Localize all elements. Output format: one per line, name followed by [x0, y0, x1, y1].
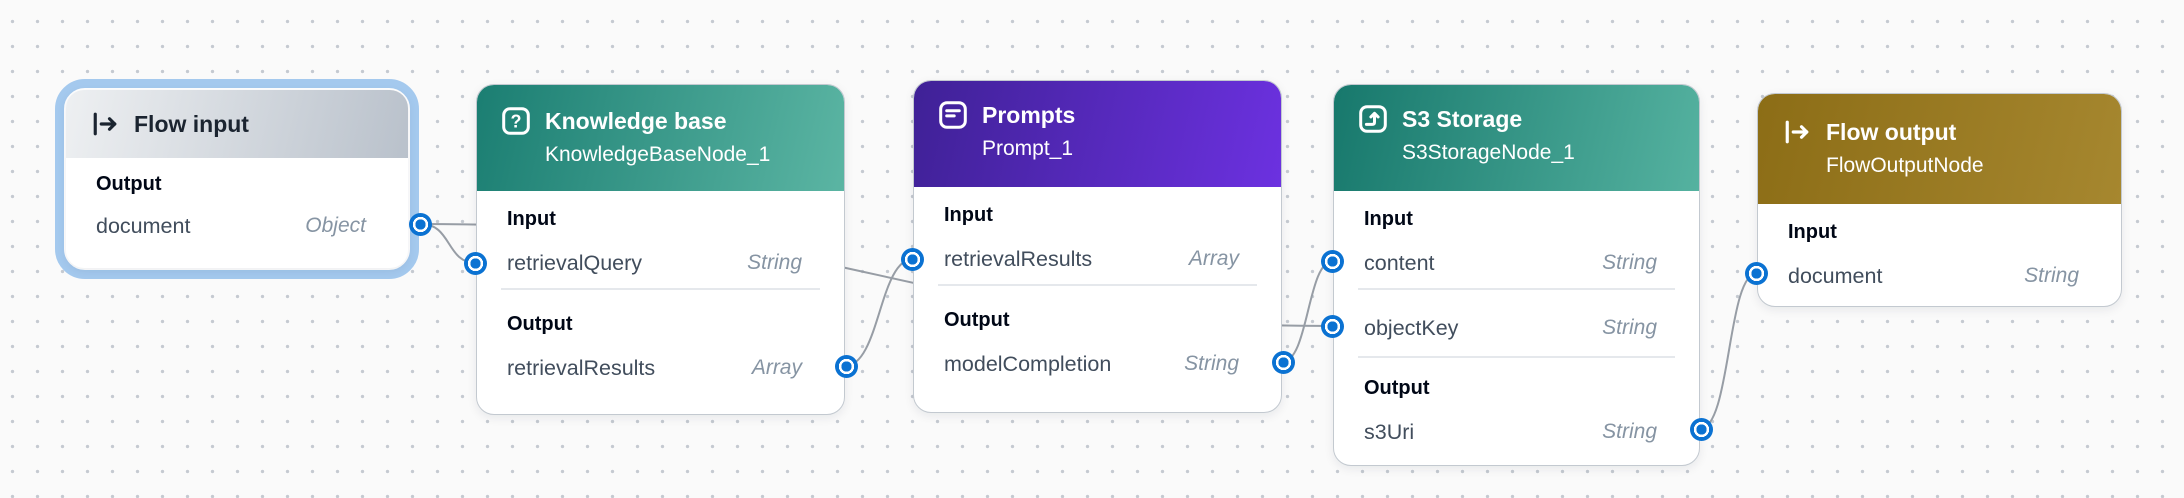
section-divider: [1358, 356, 1675, 358]
node-title: Flow input: [134, 111, 249, 137]
param-type: Array: [1188, 247, 1239, 270]
param-type: String: [747, 251, 802, 274]
node-title: Knowledge base: [545, 108, 727, 134]
section-label: Input: [944, 204, 993, 226]
node-s3-storage[interactable]: S3 Storage S3StorageNode_1 Input content…: [1320, 84, 1713, 466]
flow-arrow-icon: [90, 109, 120, 139]
svg-text:?: ?: [511, 111, 522, 131]
param-row: document String: [1758, 254, 2121, 298]
param-type: Object: [305, 214, 366, 237]
param-name: objectKey: [1364, 315, 1459, 340]
edge-prompts-to-s3-content[interactable]: [1281, 260, 1334, 363]
node-selection-outline: Flow input Output document Object: [55, 79, 419, 279]
node-header: S3 Storage S3StorageNode_1: [1334, 85, 1699, 191]
param-row: retrievalResults Array: [914, 237, 1281, 281]
document-lines-icon: [938, 100, 968, 130]
section-label: Output: [1364, 377, 1430, 399]
node-header: Prompts Prompt_1: [914, 81, 1281, 187]
param-name: document: [96, 213, 191, 238]
param-row: modelCompletion String: [914, 342, 1281, 386]
edge-s3-to-flowoutput[interactable]: [1699, 272, 1758, 430]
question-square-icon: ?: [501, 106, 531, 136]
node-header: Flow input: [66, 90, 408, 158]
row-divider: [1358, 288, 1675, 290]
node-knowledge-base[interactable]: ? Knowledge base KnowledgeBaseNode_1 Inp…: [463, 84, 858, 415]
node-subtitle: S3StorageNode_1: [1402, 141, 1575, 164]
section-label: Input: [1788, 221, 1837, 243]
node-subtitle: KnowledgeBaseNode_1: [545, 143, 771, 166]
node-title: Flow output: [1826, 119, 1957, 145]
section-label: Input: [507, 208, 556, 230]
section-label: Output: [507, 313, 573, 335]
node-title: S3 Storage: [1402, 106, 1523, 132]
port-s3-storage-objectkey-input[interactable]: [1320, 314, 1344, 338]
section-divider: [501, 288, 820, 290]
param-type: String: [1602, 251, 1657, 274]
param-name: document: [1788, 263, 1883, 288]
param-row: s3Uri String: [1334, 410, 1699, 454]
port-knowledge-base-retrievalquery-input[interactable]: [463, 251, 487, 275]
node-title: Prompts: [982, 102, 1076, 128]
port-flow-output-document-input[interactable]: [1744, 261, 1768, 285]
node-header: Flow output FlowOutputNode: [1758, 94, 2121, 204]
section-divider: [938, 284, 1257, 286]
param-row: objectKey String: [1334, 306, 1699, 350]
flow-arrow-icon: [1782, 117, 1812, 147]
section-label: Output: [944, 309, 1010, 331]
port-s3-storage-s3uri-output[interactable]: [1689, 417, 1713, 441]
param-row: retrievalQuery String: [477, 241, 844, 285]
param-type: String: [1184, 352, 1239, 375]
port-s3-storage-content-input[interactable]: [1320, 249, 1344, 273]
port-flow-input-document-output[interactable]: [409, 212, 432, 236]
param-type: String: [1602, 316, 1657, 339]
port-prompts-modelcompletion-output[interactable]: [1271, 350, 1295, 374]
node-subtitle: FlowOutputNode: [1826, 154, 1984, 177]
port-knowledge-base-retrievalresults-output[interactable]: [834, 354, 858, 378]
param-type: String: [2024, 264, 2079, 287]
section-label: Input: [1364, 208, 1413, 230]
param-name: content: [1364, 250, 1435, 275]
param-name: modelCompletion: [944, 351, 1112, 376]
node-header: ? Knowledge base KnowledgeBaseNode_1: [477, 85, 844, 191]
param-type: String: [1602, 420, 1657, 443]
node-flow-input[interactable]: Flow input Output document Object: [55, 79, 432, 279]
param-row: document Object: [66, 204, 408, 248]
port-prompts-retrievalresults-input[interactable]: [900, 247, 924, 271]
section-label: Output: [96, 173, 162, 195]
param-type: Array: [751, 356, 802, 379]
node-flow-output[interactable]: Flow output FlowOutputNode Input documen…: [1744, 93, 2122, 307]
param-row: content String: [1334, 241, 1699, 285]
node-prompts[interactable]: Prompts Prompt_1 Input retrievalResults …: [900, 80, 1295, 413]
param-row: retrievalResults Array: [477, 346, 844, 390]
upload-square-icon: [1358, 104, 1388, 134]
param-name: retrievalResults: [944, 246, 1093, 271]
param-name: s3Uri: [1364, 419, 1415, 444]
param-name: retrievalQuery: [507, 250, 643, 275]
param-name: retrievalResults: [507, 355, 656, 380]
node-subtitle: Prompt_1: [982, 137, 1074, 160]
